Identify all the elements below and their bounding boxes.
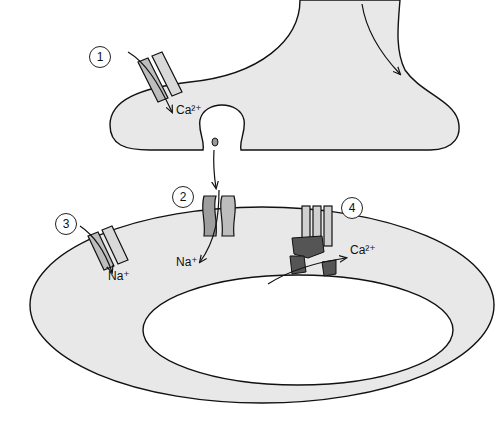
sodium-channel <box>80 226 128 272</box>
ligand-gated-channel <box>200 190 235 262</box>
callout-number: 3 <box>63 218 70 230</box>
transmitter-arrow <box>214 150 216 188</box>
callout-number: 1 <box>97 51 104 63</box>
callout-number: 2 <box>180 191 187 203</box>
callout-circle: 1 <box>89 46 111 68</box>
vesicle-contents <box>212 138 218 146</box>
ion-label: Na⁺ <box>176 256 198 269</box>
callout-circle: 3 <box>55 213 77 235</box>
ion-label: Ca²⁺ <box>176 104 202 117</box>
signal-arrow <box>362 4 400 74</box>
g-protein-receptor <box>268 206 346 284</box>
callout-circle: 4 <box>341 197 363 219</box>
callout-number: 4 <box>349 202 356 214</box>
presynaptic-terminal <box>110 0 459 150</box>
postsynaptic-cell <box>30 207 494 403</box>
callout-circle: 2 <box>172 186 194 208</box>
ion-label: Ca²⁺ <box>350 244 376 257</box>
calcium-channel <box>128 52 182 112</box>
inner-compartment <box>143 275 453 385</box>
ion-label: Na⁺ <box>108 270 130 283</box>
